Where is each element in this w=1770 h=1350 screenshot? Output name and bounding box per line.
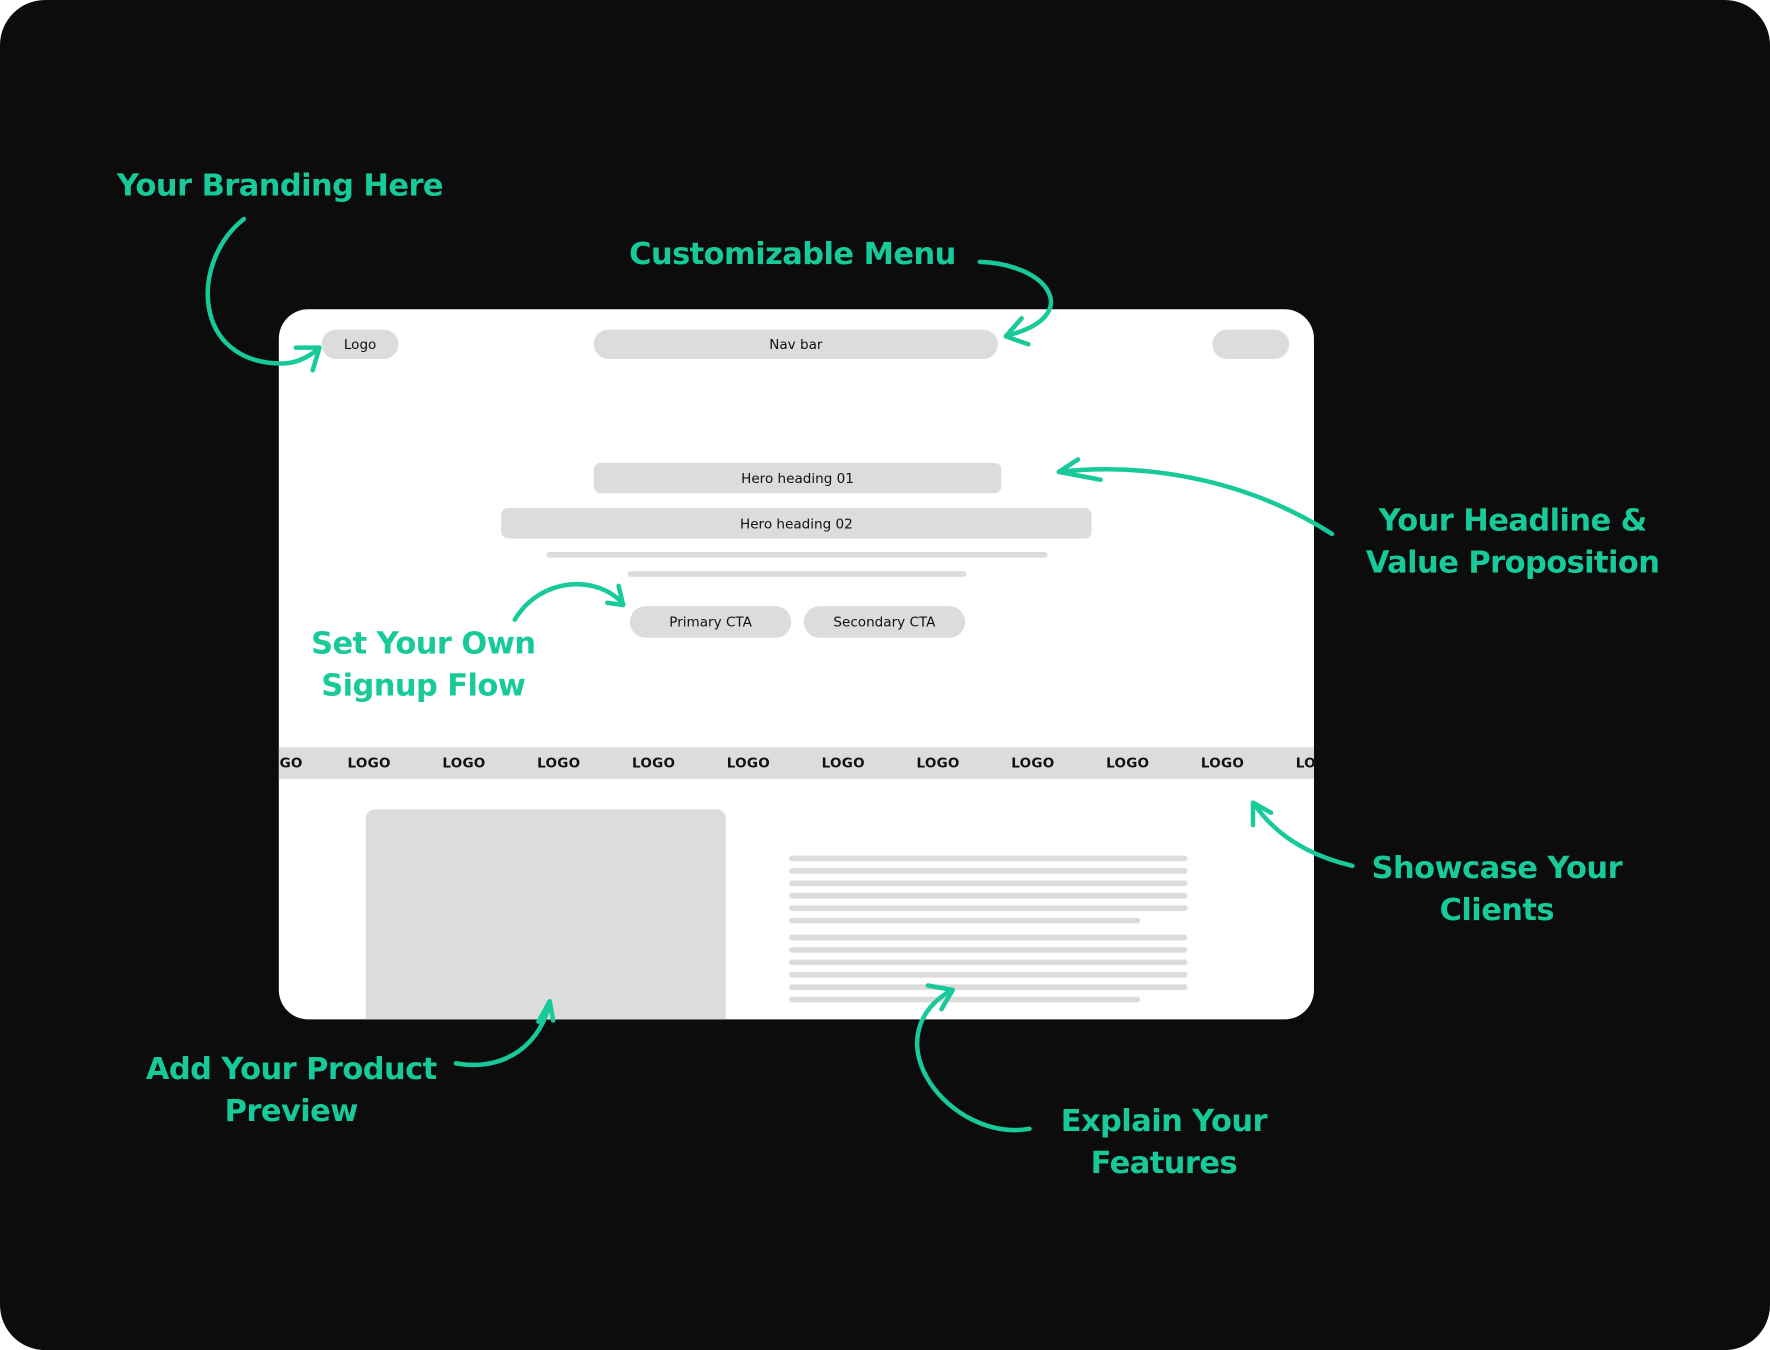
annotation-headline: Your Headline & Value Proposition	[1366, 500, 1660, 584]
client-logo-strip: LOGO LOGO LOGO LOGO LOGO LOGO LOGO LOGO …	[278, 747, 1314, 779]
header-button-placeholder[interactable]	[1212, 329, 1290, 359]
secondary-cta-button[interactable]: Secondary CTA	[803, 606, 966, 638]
text-line	[789, 959, 1188, 966]
hero-heading-1: Hero heading 01	[593, 462, 1002, 494]
text-line	[789, 892, 1188, 899]
product-preview-placeholder	[365, 809, 726, 1020]
client-logo: LOGO	[821, 755, 865, 771]
text-line	[789, 905, 1188, 911]
text-line	[789, 984, 1188, 990]
text-line	[789, 868, 1188, 874]
hero-heading-2: Hero heading 02	[501, 507, 1092, 539]
text-line	[789, 947, 1188, 953]
annotation-text: Signup Flow	[321, 668, 526, 704]
annotation-text: Preview	[224, 1093, 359, 1129]
annotation-text: Your Headline &	[1378, 503, 1648, 539]
client-logo: LOGO	[631, 755, 676, 771]
annotation-text: Showcase Your	[1371, 851, 1623, 887]
hero-subtext-line	[546, 551, 1048, 558]
nav-bar-placeholder[interactable]: Nav bar	[593, 329, 998, 359]
annotation-branding: Your Branding Here	[116, 165, 444, 207]
client-logo: LOGO	[1106, 755, 1150, 771]
text-line	[789, 996, 1141, 1003]
annotation-text: Features	[1090, 1145, 1238, 1181]
text-line	[789, 880, 1188, 887]
text-line	[789, 971, 1188, 978]
annotation-menu: Customizable Menu	[629, 234, 956, 276]
client-logo: LOGO	[442, 755, 486, 771]
logo-placeholder[interactable]: Logo	[321, 329, 399, 359]
client-logo: LOGO	[347, 755, 391, 771]
client-logo: LOGO	[1200, 755, 1245, 771]
text-line	[789, 855, 1188, 862]
client-logo: LOGO	[1295, 755, 1314, 771]
client-logo: LOGO	[726, 755, 771, 771]
client-logo: LOGO	[1011, 755, 1055, 771]
primary-cta-button[interactable]: Primary CTA	[629, 606, 792, 638]
client-logo: LOGO	[916, 755, 960, 771]
annotation-text: Add Your Product	[145, 1052, 437, 1088]
hero-subtext-line	[627, 571, 967, 577]
landing-page-wireframe: Logo Nav bar Hero heading 01 Hero headin…	[278, 309, 1314, 1020]
text-line	[789, 917, 1141, 924]
annotation-text: Clients	[1439, 892, 1555, 928]
annotation-text: Value Proposition	[1365, 545, 1660, 581]
annotation-text: Customizable Menu	[629, 237, 956, 273]
annotation-text: Explain Your	[1060, 1103, 1268, 1139]
annotation-text: Your Branding Here	[116, 168, 444, 204]
client-logo: LOGO	[279, 755, 303, 771]
client-logo: LOGO	[537, 755, 581, 771]
annotation-text: Set Your Own	[311, 626, 536, 662]
text-line	[789, 934, 1188, 941]
